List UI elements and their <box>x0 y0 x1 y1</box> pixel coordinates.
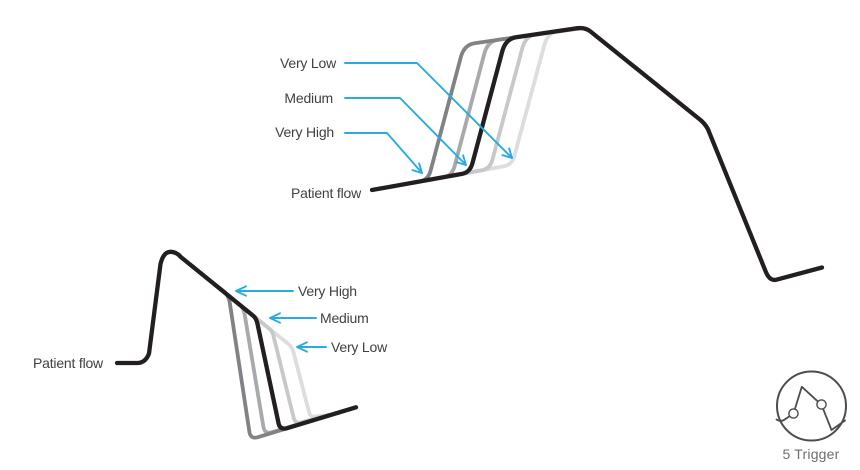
top-label-patient-flow: Patient flow <box>291 185 361 201</box>
legend-caption: 5 Trigger <box>782 446 840 462</box>
very-low-left-arrowhead-icon <box>296 341 308 353</box>
legend-circle-outline <box>776 370 847 442</box>
bottom-label-very-high: Very High <box>298 283 357 299</box>
top-label-very-high: Very High <box>275 124 334 140</box>
top-patient-flow-curve <box>369 25 825 283</box>
bottom-label-patient-flow: Patient flow <box>33 355 103 371</box>
bottom-label-very-low: Very Low <box>331 339 387 355</box>
trigger-legend-icon <box>775 370 847 442</box>
very-low-leader-arrow <box>344 62 513 159</box>
medium-arrowhead-icon <box>455 154 467 166</box>
top-diagram-leader-arrows <box>344 62 513 174</box>
medium-left-arrowhead-icon <box>269 312 281 324</box>
top-curve-very-high <box>408 26 581 186</box>
very-high-arrowhead-icon <box>411 162 423 174</box>
very-low-leader-line <box>344 62 513 159</box>
very-high-left-arrowhead-icon <box>235 285 247 297</box>
bottom-diagram-curves <box>114 249 359 440</box>
top-diagram-curves <box>369 25 825 283</box>
very-high-leader-arrow <box>344 132 423 174</box>
medium-leader-arrow <box>344 97 467 166</box>
bottom-label-medium: Medium <box>320 310 369 326</box>
legend-waveform-icon <box>775 385 846 431</box>
bottom-patient-flow-curve <box>114 249 359 431</box>
very-high-leader-line <box>344 132 423 174</box>
top-label-very-low: Very Low <box>280 55 336 71</box>
legend-trigger-point-icon-1 <box>788 408 799 419</box>
medium-left-arrow <box>269 312 317 324</box>
very-high-left-arrow <box>235 285 294 297</box>
bottom-diagram-leader-arrows <box>235 285 327 353</box>
top-label-medium: Medium <box>284 90 333 106</box>
bottom-curve-very-low <box>252 314 334 419</box>
medium-leader-line <box>344 97 467 166</box>
very-low-left-arrow <box>296 341 327 353</box>
legend-trigger-point-icon-2 <box>816 399 827 410</box>
very-low-arrowhead-icon <box>501 147 513 159</box>
